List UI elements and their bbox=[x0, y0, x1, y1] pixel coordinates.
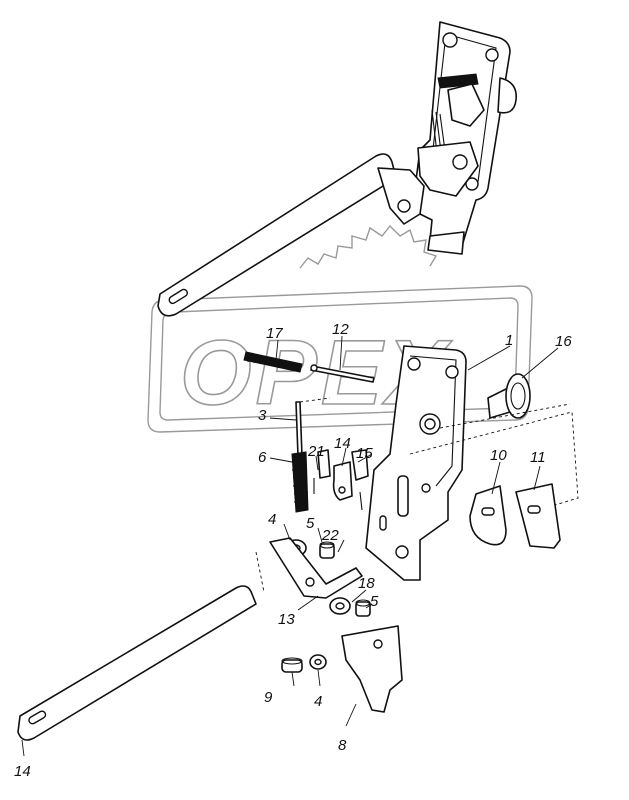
callout-16: 16 bbox=[555, 333, 572, 350]
callout-17: 17 bbox=[266, 325, 283, 342]
spring-17 bbox=[243, 351, 303, 373]
mounting-plate bbox=[365, 345, 467, 581]
plate-11 bbox=[515, 483, 561, 549]
lever-8 bbox=[341, 625, 403, 713]
pin-12 bbox=[310, 364, 375, 383]
callout-14-lower: 14 bbox=[14, 763, 31, 780]
callout-21: 21 bbox=[307, 443, 325, 460]
callout-labels: 1 16 17 12 3 6 21 14 15 4 5 22 10 11 13 … bbox=[14, 321, 572, 780]
callout-12: 12 bbox=[332, 321, 349, 338]
bushing-5b bbox=[355, 599, 371, 617]
callout-9: 9 bbox=[264, 689, 273, 706]
callout-10: 10 bbox=[490, 447, 507, 464]
callout-5-upper: 5 bbox=[306, 515, 315, 532]
bushing-5 bbox=[319, 541, 335, 559]
callout-6: 6 bbox=[258, 449, 267, 466]
callout-5-lower: 5 bbox=[370, 593, 379, 610]
washer-4b bbox=[309, 654, 327, 670]
small-parts-cluster bbox=[313, 449, 369, 511]
callout-4-upper: 4 bbox=[268, 511, 276, 528]
callout-3: 3 bbox=[258, 407, 267, 424]
callout-1: 1 bbox=[505, 332, 513, 349]
screw-9 bbox=[281, 657, 303, 673]
callout-14-upper: 14 bbox=[334, 435, 351, 452]
callout-13: 13 bbox=[278, 611, 295, 628]
callout-4-lower: 4 bbox=[314, 693, 322, 710]
washer-18 bbox=[329, 597, 351, 615]
lower-rod bbox=[17, 585, 257, 741]
upper-rod bbox=[157, 153, 425, 317]
callout-22: 22 bbox=[321, 527, 339, 544]
handle-knob bbox=[487, 373, 531, 419]
callout-18: 18 bbox=[358, 575, 375, 592]
plate-10 bbox=[469, 485, 507, 546]
spring-6 bbox=[291, 451, 309, 513]
callout-11: 11 bbox=[530, 449, 546, 466]
callout-8: 8 bbox=[338, 737, 347, 754]
callout-15: 15 bbox=[356, 445, 373, 462]
upper-latch-assembly bbox=[411, 21, 517, 255]
callout-frame bbox=[409, 403, 579, 507]
leader-lines bbox=[21, 335, 559, 757]
lever-13 bbox=[255, 537, 363, 599]
